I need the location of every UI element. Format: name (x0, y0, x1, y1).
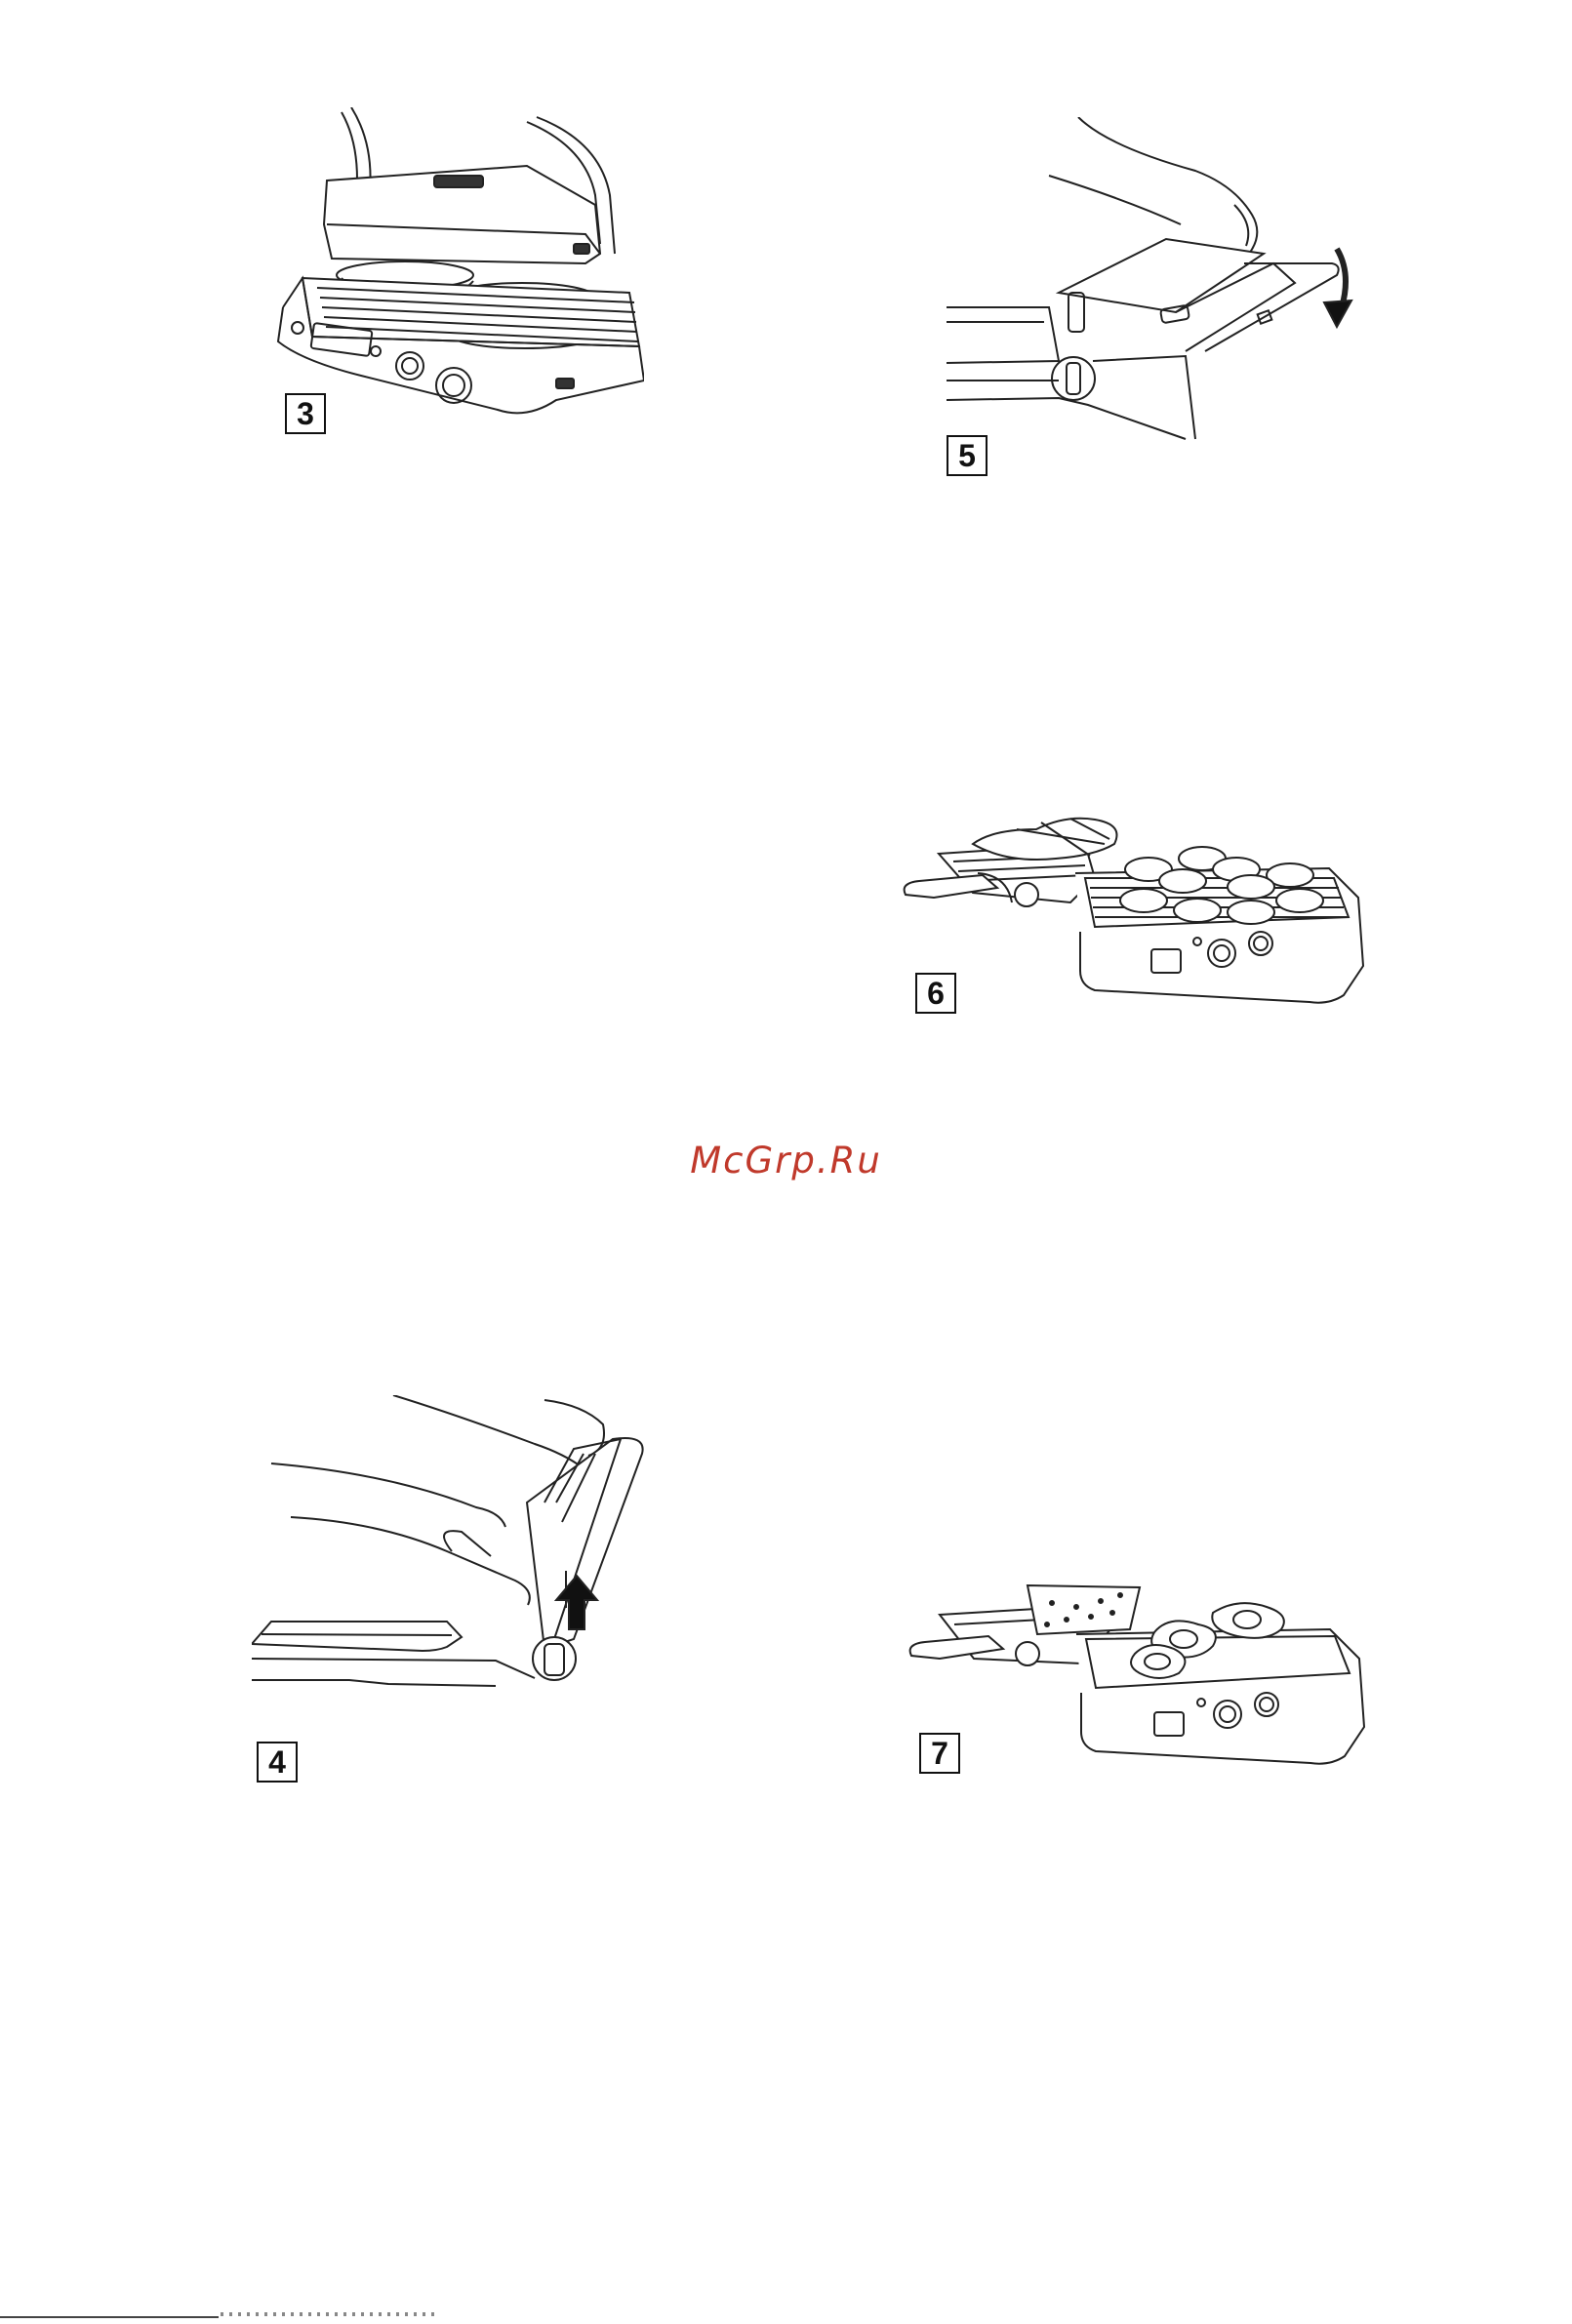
footer-dotted-line (221, 2312, 435, 2316)
figure-5-label: 5 (947, 435, 988, 476)
watermark-text: McGrp.Ru (0, 1140, 1572, 1182)
figure-6-illustration (900, 785, 1383, 1020)
figure-7-illustration (906, 1576, 1384, 1785)
footer-rule (0, 2316, 219, 2318)
figure-5-illustration (942, 117, 1371, 449)
figure-4-label: 4 (257, 1742, 298, 1783)
figure-7-label: 7 (919, 1733, 960, 1774)
figure-3-label: 3 (285, 393, 326, 434)
figure-4-illustration (252, 1395, 662, 1746)
figure-6-label: 6 (915, 973, 956, 1014)
